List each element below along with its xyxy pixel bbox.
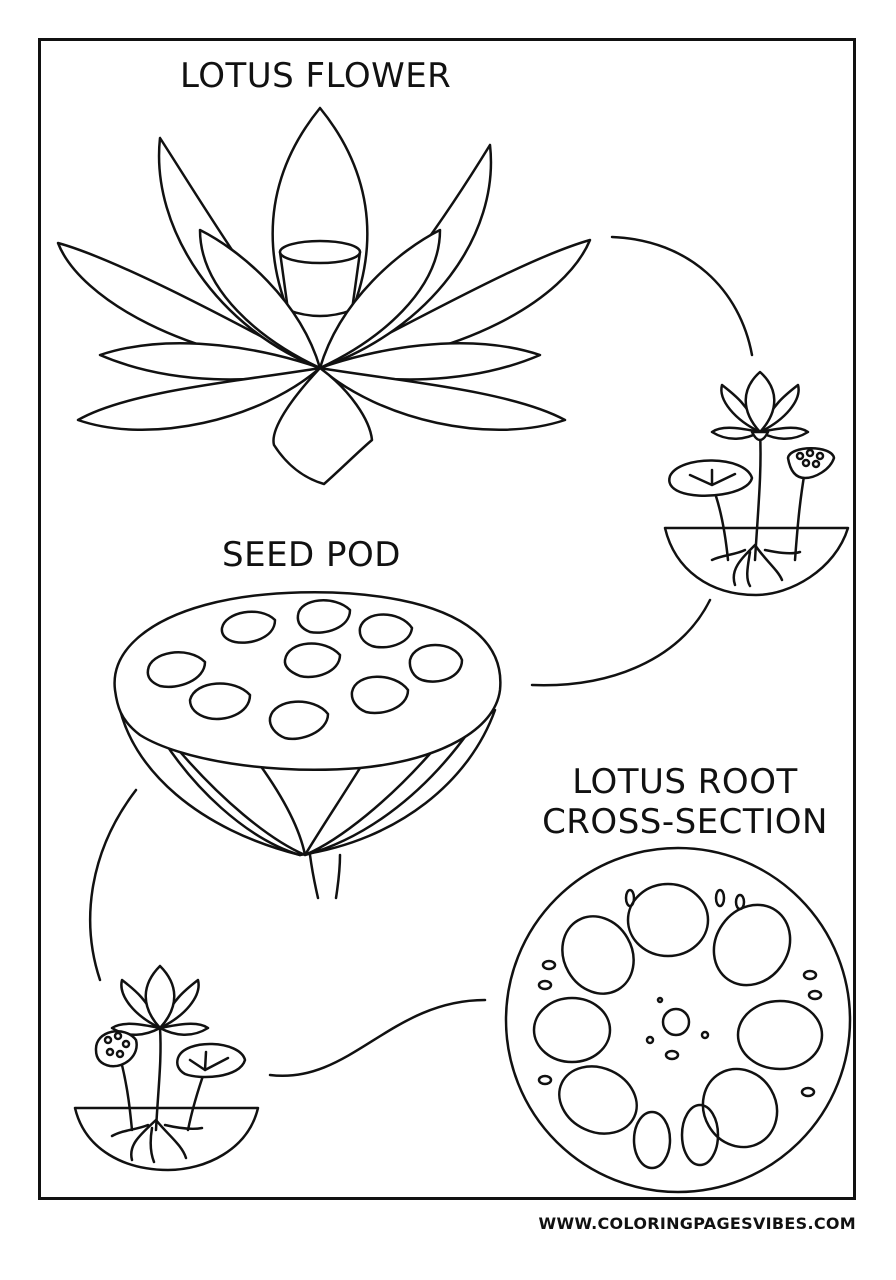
small-flower: [144, 964, 176, 1030]
petal: [76, 366, 322, 431]
website-footer: WWW.COLORINGPAGESVIBES.COM: [538, 1214, 856, 1233]
lotus-plant-small-illustration: [663, 370, 850, 597]
petal: [318, 228, 442, 370]
lotus-root-title-line1: LOTUS ROOT: [572, 762, 798, 802]
root-hole: [680, 1103, 720, 1167]
stem: [154, 1026, 162, 1132]
root-hole: [626, 882, 710, 958]
root-hole: [632, 1110, 672, 1170]
seed-pod-illustration: [113, 590, 502, 900]
petal: [272, 366, 374, 486]
lotus-flower-illustration: [56, 106, 592, 486]
small-seed-pod: [786, 447, 836, 480]
lotus-root-title: LOTUS ROOT CROSS-SECTION: [530, 762, 840, 842]
seed: [358, 613, 414, 649]
root-hole: [561, 915, 635, 995]
flower-center-top: [278, 239, 362, 265]
lotus-flower-title: LOTUS FLOWER: [180, 56, 452, 96]
small-flower: [158, 1022, 210, 1036]
lotus-plant-small-illustration: [73, 964, 260, 1172]
root-hole: [701, 1067, 779, 1149]
soil-bowl: [73, 1106, 260, 1172]
petal: [318, 366, 567, 431]
small-flower: [750, 430, 770, 442]
root-center-hole: [661, 1007, 691, 1037]
connector-curve: [610, 235, 754, 357]
seed: [268, 700, 330, 741]
connector-curve: [88, 788, 138, 982]
small-flower: [758, 426, 810, 440]
small-leaf: [176, 1042, 247, 1079]
connector-curve: [268, 998, 487, 1078]
roots: [110, 1118, 204, 1164]
stem: [753, 430, 762, 562]
petal: [198, 228, 322, 370]
small-leaf: [668, 459, 754, 497]
root-hole: [736, 999, 824, 1071]
seed: [350, 675, 410, 715]
roots: [710, 543, 802, 588]
seed: [188, 682, 252, 721]
soil-bowl: [663, 526, 850, 597]
root-hole: [712, 903, 792, 987]
seed: [296, 599, 352, 634]
root-hole: [558, 1065, 638, 1135]
lotus-root-title-line2: CROSS-SECTION: [542, 802, 828, 842]
lotus-root-cross-section-illustration: [504, 846, 852, 1194]
stem: [120, 1063, 134, 1132]
connector-curve: [530, 598, 712, 687]
seed: [220, 610, 277, 644]
small-flower: [744, 370, 776, 434]
seed-pod-stem: [308, 853, 342, 900]
seed: [146, 651, 207, 689]
seed: [283, 642, 342, 679]
seed: [408, 643, 464, 683]
root-outline: [504, 846, 852, 1194]
seed-pod-title: SEED POD: [222, 535, 401, 575]
root-hole: [532, 996, 612, 1064]
small-flower: [710, 426, 762, 440]
